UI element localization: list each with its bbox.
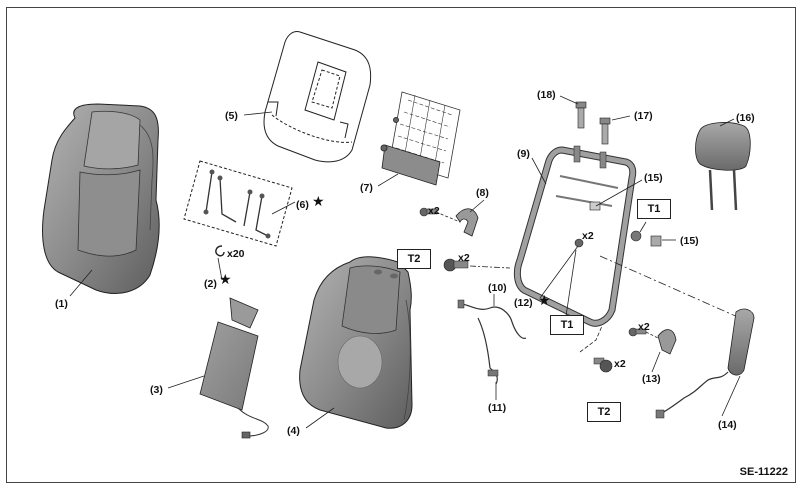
star-mark-2: ★ — [219, 272, 232, 288]
seat-back-trim-cover — [42, 103, 160, 294]
label-part-9: (9) — [517, 148, 530, 160]
seat-back-assembly — [299, 256, 413, 429]
label-part-18: (18) — [537, 89, 556, 101]
headrest-guide-18 — [575, 101, 587, 129]
qty-bolt-t2-upper: x2 — [458, 252, 470, 264]
label-part-6: (6) — [296, 199, 309, 211]
hog-ring — [215, 245, 225, 257]
label-part-4: (4) — [287, 425, 300, 437]
qty-bolt-12: x2 — [582, 230, 594, 242]
bolt-t2-lower — [579, 325, 613, 373]
harness-10 — [461, 303, 527, 339]
qty-bolt-8: x2 — [428, 205, 440, 217]
label-part-2: (2) — [204, 278, 217, 290]
bolt-t2-upper — [443, 258, 511, 272]
label-part-5: (5) — [225, 110, 238, 122]
retainer-wire-set — [183, 160, 293, 247]
star-mark-6: ★ — [312, 194, 325, 210]
harness-11 — [477, 317, 498, 385]
label-part-17: (17) — [634, 110, 653, 122]
label-part-1: (1) — [55, 298, 68, 310]
qty-bolt-t2-lower: x2 — [614, 358, 626, 370]
diagram-code: SE-11222 — [739, 466, 788, 478]
qty-bolt-13: x2 — [638, 321, 650, 333]
label-part-3: (3) — [150, 384, 163, 396]
qty-hog-rings: x20 — [227, 248, 245, 260]
label-part-16: (16) — [736, 112, 755, 124]
lumbar-support — [380, 91, 461, 186]
label-part-11: (11) — [488, 402, 507, 414]
bracket-8 — [419, 207, 479, 237]
torque-box-t2-lower: T2 — [587, 402, 621, 422]
bracket-13 — [628, 327, 677, 355]
label-part-15-upper: (15) — [644, 172, 663, 184]
seat-back-frame — [513, 145, 741, 327]
label-part-13: (13) — [642, 373, 661, 385]
torque-box-t1-lower: T1 — [550, 315, 584, 335]
diagram-frame — [6, 7, 796, 483]
torque-box-t2-upper: T2 — [397, 249, 431, 269]
star-mark-12: ★ — [538, 293, 551, 309]
seat-heater-mat — [199, 297, 269, 439]
headrest-guide-17 — [599, 117, 611, 145]
label-part-10: (10) — [488, 282, 507, 294]
label-part-7: (7) — [360, 182, 373, 194]
label-part-8: (8) — [476, 187, 489, 199]
headrest — [695, 122, 751, 211]
torque-box-t1-upper: T1 — [637, 199, 671, 219]
label-part-15-lower: (15) — [680, 235, 699, 247]
label-part-12: (12) — [514, 297, 533, 309]
label-part-14: (14) — [718, 419, 737, 431]
leader-lines — [69, 95, 741, 429]
seat-back-pad — [263, 31, 372, 163]
side-airbag-module — [655, 308, 755, 419]
clip-15 — [630, 230, 662, 247]
